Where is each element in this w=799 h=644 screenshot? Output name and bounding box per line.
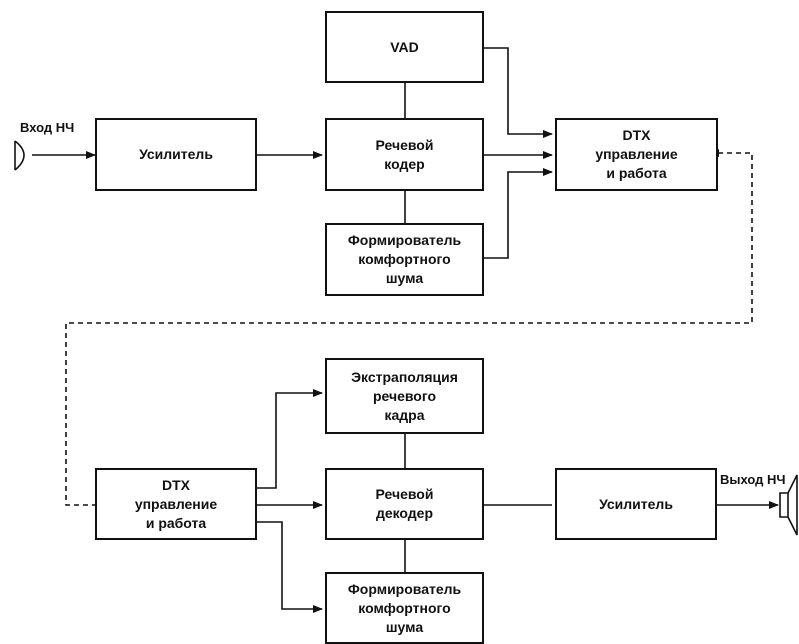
output-label: Выход НЧ <box>720 472 786 487</box>
encoder-dtx-block: DTX управление и работа <box>555 118 718 191</box>
speech-coder-block: Речевой кодер <box>325 118 484 191</box>
speaker-icon <box>779 474 798 536</box>
arrow-vad-to-dtx <box>484 47 553 138</box>
vad-block: VAD <box>325 11 484 83</box>
dashed-channel-link <box>65 149 753 506</box>
extrapolation-block: Экстраполяция речевого кадра <box>325 358 484 434</box>
input-label: Вход НЧ <box>20 120 75 135</box>
encoder-comfort-noise-block: Формирователь комфортного шума <box>325 223 484 296</box>
arrow-dtx-extrapolation <box>247 389 323 492</box>
microphone-icon <box>14 140 25 171</box>
decoder-comfort-noise-block: Формирователь комфортного шума <box>325 572 484 644</box>
arrow-dtx-to-noise <box>257 521 323 613</box>
speech-decoder-block: Речевой декодер <box>325 468 484 540</box>
encoder-amplifier-block: Усилитель <box>95 118 257 191</box>
decoder-dtx-block: DTX управление и работа <box>95 468 257 540</box>
decoder-amplifier-block: Усилитель <box>555 468 717 540</box>
arrow-noise-to-dtx <box>484 168 553 259</box>
